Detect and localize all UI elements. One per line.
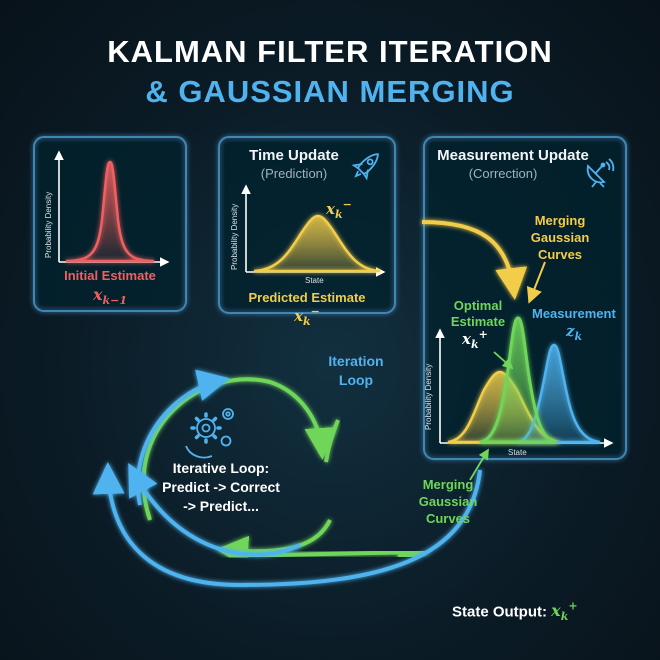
loop-blue-inner-bottom	[128, 462, 301, 557]
measurement-ylabel: Probability Density	[424, 363, 433, 430]
measurement-label: Measurement	[532, 306, 616, 321]
measurement-xlabel: State	[508, 448, 527, 457]
state-output-label: State Output: xk+	[452, 600, 578, 624]
optimal-estimate-curve	[479, 316, 557, 444]
predicted-estimate-symbol: xk−	[294, 305, 320, 328]
loop-green-outer	[141, 377, 337, 521]
loop-blue-outer	[92, 462, 482, 588]
time-update-ylabel: Probability Density	[230, 203, 239, 270]
initial-ylabel: Probability Density	[44, 191, 53, 258]
optimal-estimate-symbol: xk+	[462, 328, 488, 351]
loop-green-from-right	[324, 419, 340, 463]
measurement-update-subtitle: (Correction)	[468, 166, 538, 181]
predicted-curve-symbol: xk−	[326, 198, 352, 221]
satellite-dish-icon	[586, 158, 615, 188]
title-line-1: KALMAN FILTER ITERATION	[107, 34, 553, 69]
predicted-estimate-label: Predicted Estimate	[248, 290, 366, 305]
initial-estimate-label: Initial Estimate	[64, 268, 156, 283]
bottom-merge-pointer-arrow	[469, 448, 489, 481]
predicted-gaussian-curve	[253, 214, 381, 273]
optimal-pointer-arrow	[493, 351, 514, 370]
iterative-loop-caption: Iterative Loop:Predict -> Correct-> Pred…	[162, 460, 280, 514]
time-update-title: Time Update	[249, 147, 339, 164]
time-update-subtitle: (Prediction)	[260, 166, 328, 181]
yellow-merge-arrow	[421, 220, 528, 300]
initial-estimate-symbol: xk−1	[92, 285, 128, 308]
rocket-icon	[351, 153, 379, 181]
merge-pointer-arrow	[526, 261, 546, 304]
initial-gaussian-curve	[65, 160, 155, 263]
time-update-xlabel: State	[305, 276, 324, 285]
measurement-symbol: zk	[566, 322, 583, 343]
gears-icon	[185, 408, 234, 459]
title-line-2: & GAUSSIAN MERGING	[145, 74, 515, 109]
measurement-update-title: Measurement Update	[437, 147, 589, 164]
loop-green-bottom	[216, 519, 332, 568]
